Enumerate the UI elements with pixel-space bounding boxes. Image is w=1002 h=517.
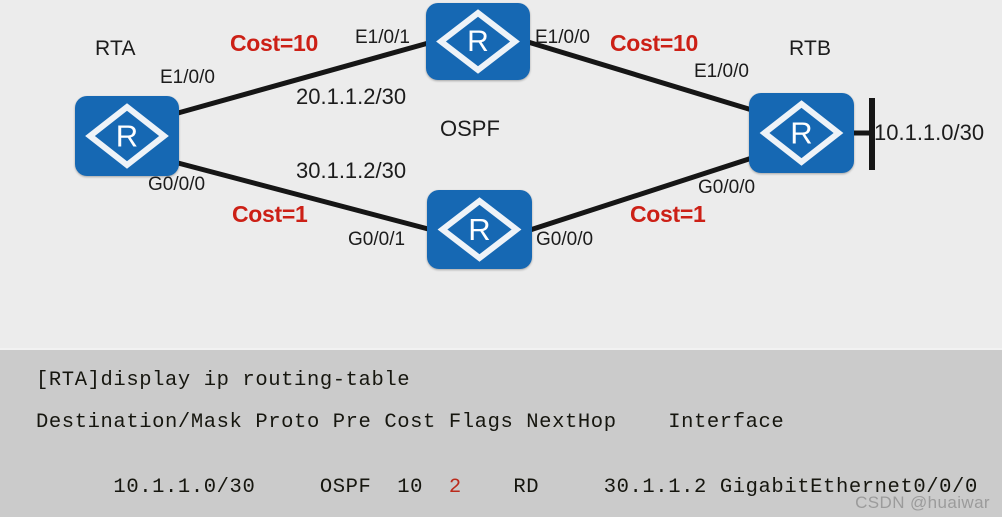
- router-node-bottom[interactable]: R: [427, 190, 532, 269]
- cli-row-prefix: 10.1.1.0/30 OSPF 10: [113, 476, 449, 499]
- interface-label-top-e1-0-1: E1/0/1: [355, 27, 410, 48]
- network-topology-diagram: R R R: [75, 3, 985, 269]
- svg-text:R: R: [467, 25, 489, 58]
- cost-label-lower-right: Cost=1: [630, 201, 706, 227]
- router-node-top[interactable]: R: [426, 3, 530, 80]
- device-label-rta: RTA: [95, 37, 136, 60]
- cli-table-header: Destination/Mask Proto Pre Cost Flags Ne…: [36, 411, 785, 434]
- interface-label-rta-g0-0-0: G0/0/0: [148, 174, 206, 195]
- cost-label-upper-right: Cost=10: [610, 30, 699, 56]
- svg-text:R: R: [468, 212, 490, 247]
- cli-table-row: 10.1.1.0/30 OSPF 10 2 RD 30.1.1.2 Gigabi…: [36, 453, 978, 517]
- router-icon: R: [749, 93, 854, 173]
- cli-row-suffix: RD 30.1.1.2 GigabitEthernet0/0/0: [461, 476, 978, 499]
- device-label-rtb: RTB: [789, 37, 832, 60]
- router-icon: R: [427, 190, 532, 269]
- link-rta-to-bottom-router: [175, 160, 435, 233]
- router-node-rtb[interactable]: R: [749, 93, 854, 173]
- interface-label-bottom-g0-0-0: G0/0/0: [536, 229, 594, 250]
- interface-label-rtb-e1-0-0: E1/0/0: [694, 61, 749, 82]
- cli-command-line: [RTA]display ip routing-table: [36, 369, 411, 392]
- svg-text:R: R: [116, 119, 138, 154]
- router-icon: R: [75, 96, 179, 176]
- watermark-text: CSDN @huaiwar: [855, 493, 990, 512]
- interface-label-top-e1-0-0: E1/0/0: [535, 27, 590, 48]
- network-label-upper: 20.1.1.2/30: [296, 84, 407, 109]
- cli-row-cost-value: 2: [448, 476, 462, 499]
- link-bottom-router-to-rtb: [527, 155, 755, 233]
- network-label-stub: 10.1.1.0/30: [874, 120, 985, 145]
- router-node-rta[interactable]: R: [75, 96, 179, 176]
- topology-links-layer: [175, 39, 875, 233]
- router-icon: R: [426, 3, 530, 80]
- link-top-router-to-rtb: [525, 39, 755, 113]
- interface-label-rtb-g0-0-0: G0/0/0: [698, 177, 756, 198]
- interface-label-bottom-g0-0-1: G0/0/1: [348, 229, 406, 250]
- link-rta-to-top-router: [175, 39, 435, 116]
- interface-label-rta-e1-0-0: E1/0/0: [160, 67, 215, 88]
- protocol-label-ospf: OSPF: [440, 116, 500, 141]
- cost-label-lower-left: Cost=1: [232, 201, 308, 227]
- network-label-lower: 30.1.1.2/30: [296, 158, 407, 183]
- svg-text:R: R: [790, 116, 812, 151]
- cli-output-panel: [RTA]display ip routing-table Destinatio…: [0, 348, 1002, 517]
- cost-label-upper-left: Cost=10: [230, 30, 319, 56]
